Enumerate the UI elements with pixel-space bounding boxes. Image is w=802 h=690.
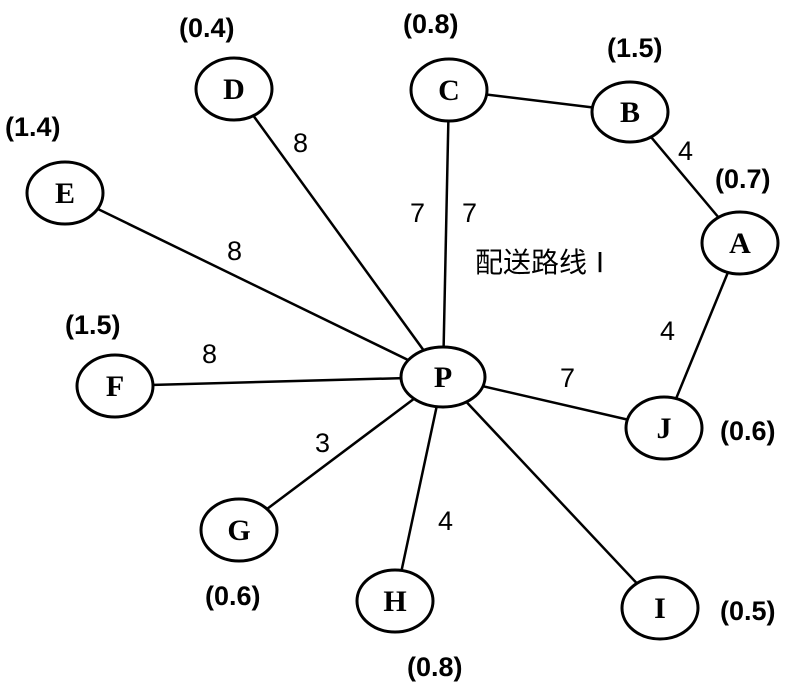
node-g: G (0.6) (199, 497, 279, 611)
node-b: B (1.5) (590, 33, 670, 144)
node-demand-label: (0.8) (407, 652, 463, 682)
node-demand-label: (0.8) (403, 9, 459, 39)
node-circle (355, 568, 435, 634)
edge-p-d (232, 88, 445, 378)
edge-p-i (442, 376, 661, 609)
node-label: E (55, 177, 75, 210)
node-demand-label: (0.6) (205, 581, 261, 611)
edge-weight-label: 7 (560, 363, 575, 393)
edge-p-g (238, 376, 444, 531)
node-demand-label: (1.5) (607, 33, 663, 63)
node-p: P (399, 345, 487, 409)
node-demand-label: (0.6) (720, 416, 776, 446)
node-j: J (0.6) (624, 395, 776, 461)
edge-weight-label: 8 (227, 236, 242, 266)
node-demand-label: (1.4) (5, 112, 61, 142)
node-label: H (383, 585, 406, 618)
edge-weight-label: 4 (438, 506, 453, 536)
edge-weight-label: 7 (410, 198, 425, 228)
nodes-layer: P A (0.7) B (1.5) C (0.8) D (0.4) E (1.4) F (1.5) G (0… (5, 9, 780, 682)
route-label: 配送路线 I (475, 246, 604, 279)
edge-weight-label: 7 (462, 198, 477, 228)
edge-weight-label: 3 (315, 428, 330, 458)
labels-layer: 配送路线 I 7 8 8 8 3 4 7 4 4 7 (202, 128, 693, 536)
node-demand-label: (1.5) (65, 310, 121, 340)
node-circle (700, 210, 780, 276)
node-label: P (434, 361, 452, 394)
edges-layer (64, 88, 742, 609)
edge-p-e (64, 191, 444, 379)
node-circle (75, 353, 155, 419)
node-f: F (1.5) (65, 310, 155, 419)
node-circle (409, 57, 489, 123)
node-label: F (106, 370, 124, 403)
node-circle (194, 56, 274, 122)
edge-weight-label: 4 (678, 136, 693, 166)
edge-weight-label: 8 (202, 339, 217, 369)
node-label: J (657, 412, 672, 445)
node-circle (624, 395, 704, 461)
node-circle (590, 80, 670, 144)
edge-p-f (114, 375, 444, 388)
node-demand-label: (0.4) (179, 13, 235, 43)
node-demand-label: (0.5) (720, 596, 776, 626)
node-a: A (0.7) (700, 164, 780, 276)
node-label: G (227, 514, 250, 547)
node-d: D (0.4) (179, 13, 274, 122)
node-c: C (0.8) (403, 9, 489, 123)
edge-p-c (441, 89, 451, 378)
node-label: I (654, 592, 666, 625)
node-circle (620, 575, 700, 641)
node-circle (199, 497, 279, 563)
node-demand-label: (0.7) (715, 164, 771, 194)
node-label: D (223, 73, 245, 106)
edge-weight-label: 4 (660, 316, 675, 346)
node-i: I (0.5) (620, 575, 776, 641)
node-circle (25, 160, 105, 226)
edge-p-h (393, 376, 445, 602)
edge-weight-label: 8 (293, 128, 308, 158)
node-label: A (729, 227, 751, 260)
node-label: C (438, 74, 460, 107)
node-h: H (0.8) (355, 568, 463, 682)
node-circle (399, 345, 487, 409)
node-label: B (620, 96, 640, 129)
node-e: E (1.4) (5, 112, 105, 226)
